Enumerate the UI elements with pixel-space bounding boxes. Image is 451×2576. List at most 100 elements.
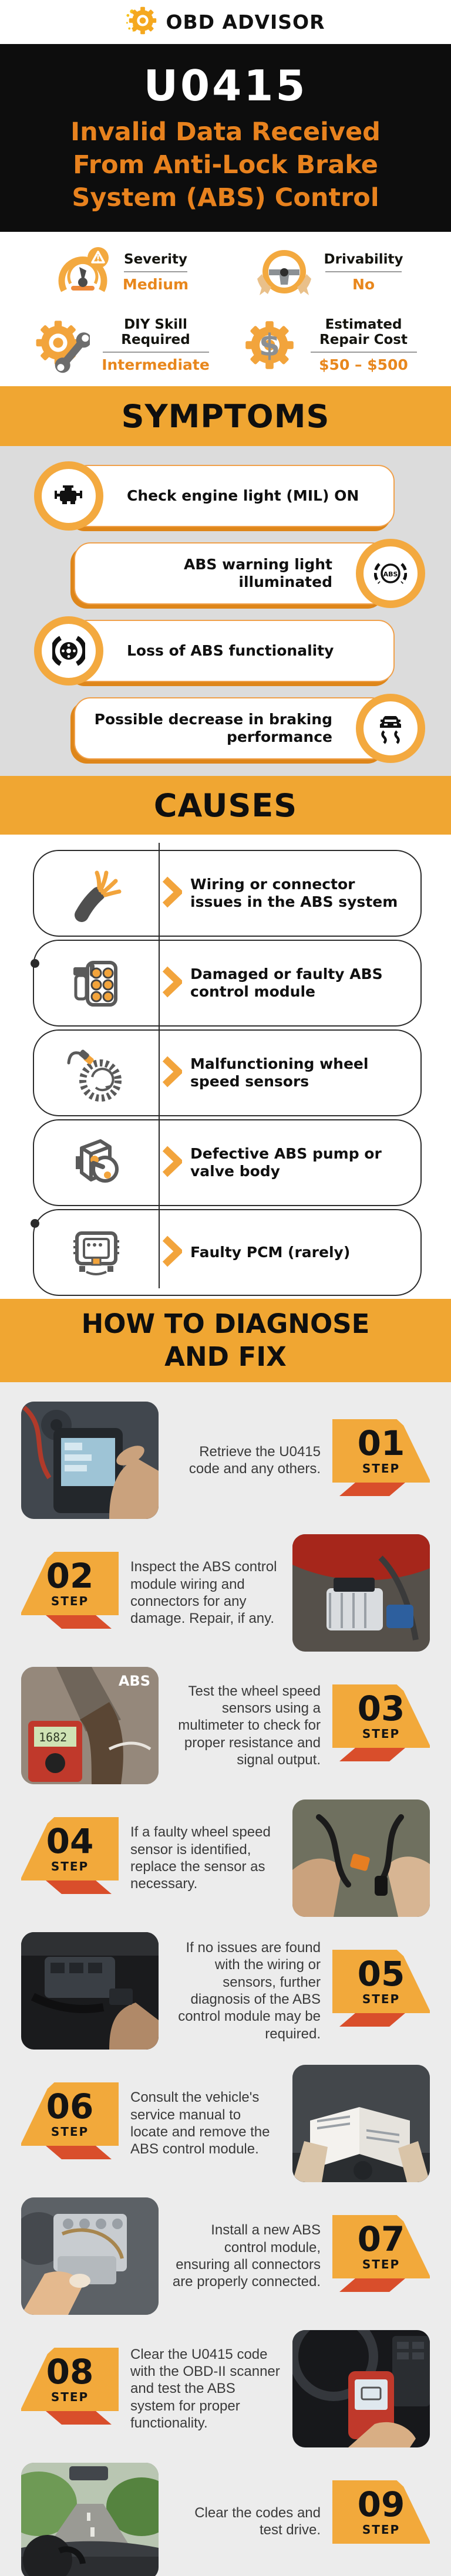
divider — [123, 271, 188, 273]
symptom-text: Possible decrease in braking performance — [74, 697, 388, 759]
frayed-wire-icon — [34, 861, 159, 926]
symptom-item: Possible decrease in braking performance — [0, 694, 451, 763]
tile-label: Estimated Repair Cost — [319, 317, 408, 347]
speed-sensor-replace-photo — [292, 1800, 430, 1917]
step-badge: 01 STEP — [332, 1419, 430, 1501]
step-badge: 08 STEP — [21, 2348, 119, 2430]
symptom-item: ABS warning light illuminated ABS — [0, 539, 451, 608]
step-text: If no issues are found with the wiring o… — [178, 1940, 321, 2042]
step-word: STEP — [362, 2257, 400, 2271]
step-word: STEP — [362, 1461, 400, 1476]
obd-clear-code-photo — [292, 2330, 430, 2447]
dtc-title-line: System (ABS) Control — [72, 183, 379, 212]
svg-text:ABS: ABS — [383, 570, 398, 578]
causes-section: Wiring or connector issues in the ABS sy… — [0, 835, 451, 1299]
step-text: If a faulty wheel speed sensor is identi… — [130, 1824, 271, 1892]
step-row: Retrieve the U0415 code and any others. … — [21, 1400, 430, 1521]
step-text: Clear the U0415 code with the OBD-II sca… — [130, 2346, 280, 2431]
summary-tiles: Severity Medium Drivability No — [0, 232, 451, 386]
cause-item: Faulty PCM (rarely) — [33, 1209, 422, 1296]
step-number: 05 — [357, 1954, 405, 1994]
tile-value: $50 – $500 — [319, 356, 408, 373]
gear-logo-icon — [126, 4, 160, 40]
steering-wheel-icon — [256, 245, 312, 301]
step-word: STEP — [362, 1992, 400, 2006]
test-drive-photo — [21, 2463, 159, 2576]
brand-header: OBD ADVISOR — [0, 0, 451, 44]
tile-repair-cost: $ Estimated Repair Cost $50 – $500 — [226, 312, 433, 380]
step-row: 06 STEP Consult the vehicle's service ma… — [21, 2063, 430, 2184]
diagnose-steps: Retrieve the U0415 code and any others. … — [0, 1382, 451, 2576]
step-word: STEP — [362, 2523, 400, 2537]
step-row: Clear the codes and test drive. 09 STEP — [21, 2461, 430, 2576]
cause-item: Defective ABS pump or valve body — [33, 1119, 422, 1206]
step-row: If no issues are found with the wiring o… — [21, 1930, 430, 2051]
hero-banner: U0415 Invalid Data Received From Anti-Lo… — [0, 44, 451, 232]
abs-warning-light-icon: ABS — [356, 539, 425, 608]
gear-dollar-icon: $ — [241, 317, 298, 373]
tile-value: No — [352, 276, 375, 293]
causes-banner: CAUSES — [0, 776, 451, 835]
diagnose-banner: HOW TO DIAGNOSE AND FIX — [0, 1299, 451, 1382]
dtc-title-line: From Anti-Lock Brake — [73, 150, 378, 180]
badge-fold — [339, 2013, 405, 2027]
step-text: Clear the codes and test drive. — [194, 2504, 321, 2538]
tile-label: Severity — [124, 252, 187, 268]
chevron-right-icon — [162, 965, 184, 1001]
cause-text: Damaged or faulty ABS control module — [190, 965, 383, 1000]
cause-item: Malfunctioning wheel speed sensors — [33, 1029, 422, 1116]
step-word: STEP — [51, 1859, 89, 1873]
tile-value: Medium — [122, 276, 189, 293]
wheel-speed-sensor-icon — [34, 1041, 159, 1105]
timeline-line — [159, 843, 160, 1288]
dtc-code: U0415 — [143, 61, 308, 111]
tile-severity: Severity Medium — [18, 239, 226, 307]
step-number: 08 — [46, 2352, 94, 2392]
symptom-text: Loss of ABS functionality — [72, 620, 395, 682]
cause-text: Faulty PCM (rarely) — [190, 1244, 351, 1261]
step-number: 07 — [357, 2219, 405, 2259]
diagnose-title-line: AND FIX — [164, 1341, 287, 1372]
step-number: 02 — [46, 1556, 94, 1596]
chevron-right-icon — [162, 1055, 184, 1091]
engine-bay-abs-photo — [292, 1534, 430, 1652]
cause-text: Wiring or connector issues in the ABS sy… — [190, 876, 398, 910]
step-badge: 03 STEP — [332, 1684, 430, 1767]
tile-label: DIY Skill Required — [121, 317, 190, 347]
module-install-photo — [21, 2197, 159, 2315]
obd-scanner-photo — [21, 1402, 159, 1519]
step-row: 08 STEP Clear the U0415 code with the OB… — [21, 2328, 430, 2449]
step-number: 01 — [357, 1423, 405, 1463]
step-row: ABS 1682 Test the wheel speed sensors us… — [21, 1665, 430, 1786]
module-diagnosis-photo — [21, 1932, 159, 2050]
cause-item: Damaged or faulty ABS control module — [33, 940, 422, 1027]
multimeter-test-photo: ABS 1682 — [21, 1667, 159, 1784]
chevron-right-icon — [162, 1145, 184, 1181]
pcm-icon — [34, 1220, 159, 1285]
step-badge: 02 STEP — [21, 1552, 119, 1634]
step-badge: 04 STEP — [21, 1817, 119, 1899]
step-row: 02 STEP Inspect the ABS control module w… — [21, 1532, 430, 1653]
cause-text: Malfunctioning wheel speed sensors — [190, 1055, 369, 1090]
car-skid-icon — [356, 694, 425, 763]
symptom-text: ABS warning light illuminated — [74, 542, 388, 605]
step-row: Install a new ABS control module, ensuri… — [21, 2196, 430, 2317]
control-module-icon — [34, 951, 159, 1015]
step-row: 04 STEP If a faulty wheel speed sensor i… — [21, 1798, 430, 1919]
diagnose-title-line: HOW TO DIAGNOSE — [81, 1308, 370, 1339]
step-number: 06 — [46, 2087, 94, 2126]
timeline-dot — [31, 1219, 39, 1228]
check-engine-icon — [34, 461, 103, 531]
divider — [325, 271, 402, 273]
svg-text:$: $ — [258, 328, 280, 363]
dtc-title-line: Invalid Data Received — [70, 117, 381, 147]
step-text: Inspect the ABS control module wiring an… — [130, 1559, 277, 1627]
badge-fold — [339, 2278, 405, 2292]
badge-fold — [46, 1880, 112, 1894]
divider — [102, 351, 209, 353]
badge-fold — [46, 1615, 112, 1629]
step-text: Test the wheel speed sensors using a mul… — [178, 1683, 321, 1768]
step-number: 04 — [46, 1821, 94, 1861]
badge-fold — [46, 2411, 112, 2425]
